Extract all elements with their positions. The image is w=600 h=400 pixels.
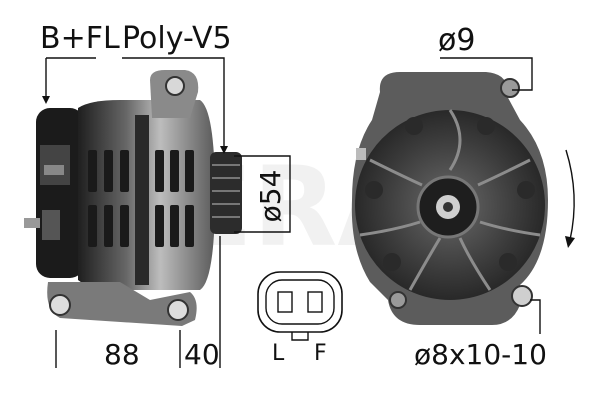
label-length-b: 40 bbox=[184, 338, 220, 371]
pulley bbox=[210, 152, 242, 234]
label-length-a: 88 bbox=[104, 338, 140, 371]
label-pulley: Poly-V5 bbox=[122, 21, 232, 56]
alternator-front-view bbox=[351, 72, 548, 325]
alternator-side-view bbox=[24, 70, 242, 326]
label-connector-f: F bbox=[314, 341, 327, 366]
label-pulley-diameter: ø54 bbox=[254, 170, 287, 223]
rotation-arrow bbox=[565, 149, 575, 241]
rear-cover bbox=[36, 108, 84, 278]
label-terminal: B+FL bbox=[40, 21, 120, 56]
bottom-mounting-ear bbox=[47, 282, 197, 326]
terminal-stud bbox=[24, 218, 40, 228]
label-connector-l: L bbox=[272, 341, 285, 366]
label-bolt-spec: ø8x10-10 bbox=[414, 338, 547, 371]
label-housing-diameter: ø9 bbox=[438, 23, 475, 58]
connector-diagram bbox=[257, 271, 343, 341]
